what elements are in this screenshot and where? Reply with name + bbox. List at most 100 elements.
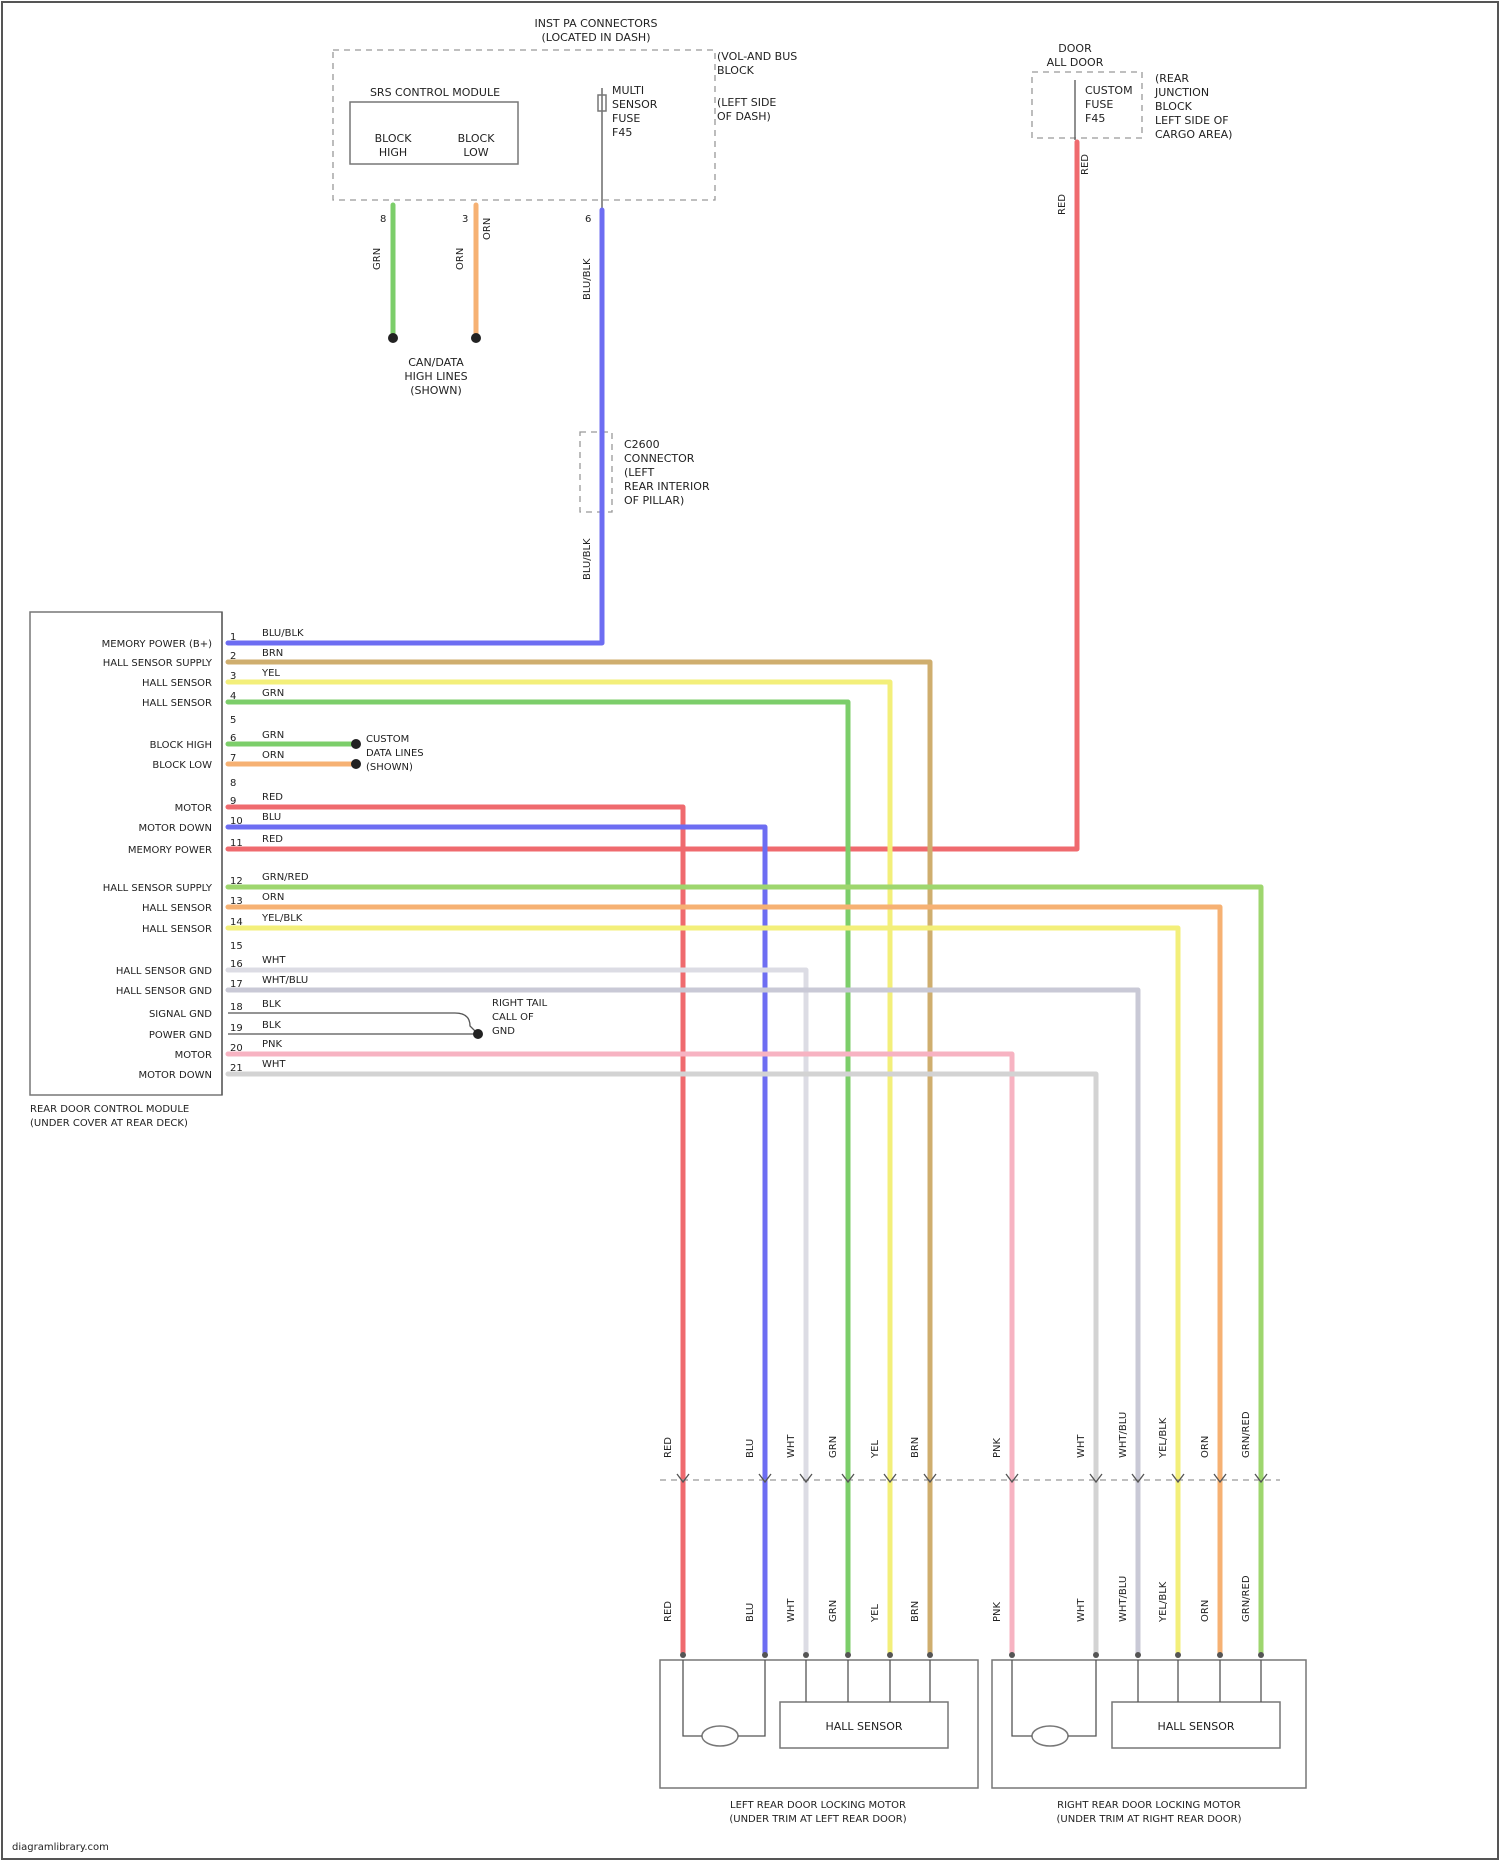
module-pin-name: MOTOR	[175, 803, 212, 814]
top-module-title-1: INST PA CONNECTORS	[534, 17, 657, 30]
relay-pin-3: F45	[1085, 112, 1105, 125]
inline-connector-label-5: OF PILLAR)	[624, 494, 684, 507]
right-motor-box	[992, 1660, 1306, 1788]
right-hall-sensor-label: HALL SENSOR	[1158, 1720, 1235, 1733]
top-module-dashed-box	[333, 50, 715, 200]
module-pin-number: 6	[230, 733, 236, 744]
relay-note-3: BLOCK	[1155, 100, 1193, 113]
left-connector-top-label: BRN	[910, 1437, 921, 1458]
left-connector-top-label: WHT	[786, 1434, 797, 1458]
right-connector-top-label: WHT	[1076, 1434, 1087, 1458]
top-pin-a: 8	[380, 214, 386, 225]
right-connector-bottom-label: YEL/BLK	[1158, 1581, 1169, 1623]
module-pin-name: MOTOR	[175, 1050, 212, 1061]
wire-pin12-green	[228, 887, 1261, 1655]
left-connector-bottom-label: GRN	[828, 1600, 839, 1622]
left-motor-caption-1: LEFT REAR DOOR LOCKING MOTOR	[730, 1800, 906, 1811]
inline-connector-label-2: CONNECTOR	[624, 452, 695, 465]
inline-connector-box	[580, 432, 612, 512]
relay-note-4: LEFT SIDE OF	[1155, 114, 1229, 127]
can-splice-label-1: CAN/DATA	[408, 356, 464, 369]
w10-label: BLU	[262, 812, 281, 823]
module-pin-number: 18	[230, 1002, 243, 1013]
module-pin-name: HALL SENSOR SUPPLY	[103, 658, 213, 669]
relay-pin-1: CUSTOM	[1085, 84, 1133, 97]
left-hall-sensor-label: HALL SENSOR	[826, 1720, 903, 1733]
module-pin-number: 13	[230, 896, 243, 907]
wire-pin14-yellow	[228, 928, 1178, 1655]
right-motor-terminal	[1175, 1652, 1181, 1658]
pin-b-label-2: LOW	[463, 146, 488, 159]
w16-label: WHT	[262, 955, 286, 966]
top-orange-terminal	[471, 333, 481, 343]
w20-label: PNK	[262, 1039, 283, 1050]
inline-connector: C2600 CONNECTOR (LEFT REAR INTERIOR OF P…	[580, 432, 710, 512]
w18-label: BLK	[262, 999, 281, 1010]
left-connector-bottom-label: BLU	[745, 1603, 756, 1622]
module-pin-number-unused: 5	[230, 715, 236, 726]
wires	[228, 142, 1261, 1655]
relay-box-label-2: ALL DOOR	[1047, 56, 1104, 69]
ground-note: RIGHT TAIL CALL OF GND	[492, 998, 548, 1037]
right-connector-bottom-label: ORN	[1200, 1600, 1211, 1622]
splice-note-2: DATA LINES	[366, 748, 424, 759]
right-motor-terminal	[1217, 1652, 1223, 1658]
module-pin-number: 11	[230, 838, 243, 849]
module-pin-name: HALL SENSOR SUPPLY	[103, 883, 213, 894]
wire-pin13-orange	[228, 907, 1220, 1655]
right-connector-bottom-label: WHT/BLU	[1118, 1576, 1129, 1622]
w1-label: BLU/BLK	[262, 628, 304, 639]
ground-terminal	[473, 1029, 483, 1039]
fuse-label-2: SENSOR	[612, 98, 658, 111]
module-pin-name: MEMORY POWER (B+)	[102, 639, 212, 650]
left-motor-terminal	[887, 1652, 893, 1658]
top-orange-vert-label: ORN	[482, 218, 493, 240]
relay-red-label: RED	[1057, 194, 1068, 215]
right-motor-terminal	[1093, 1652, 1099, 1658]
w21-label: WHT	[262, 1059, 286, 1070]
can-splice: CAN/DATA HIGH LINES (SHOWN)	[404, 356, 467, 397]
right-motor-caption-1: RIGHT REAR DOOR LOCKING MOTOR	[1057, 1800, 1241, 1811]
module-pin-number: 14	[230, 917, 243, 928]
right-motor-caption-2: (UNDER TRIM AT RIGHT REAR DOOR)	[1057, 1814, 1242, 1825]
top-pin-c: 6	[585, 214, 591, 225]
w17-label: WHT/BLU	[262, 975, 308, 986]
module-pin-name: HALL SENSOR	[142, 924, 212, 935]
w7-label: ORN	[262, 750, 284, 761]
module-pin-name: HALL SENSOR	[142, 678, 212, 689]
fuse-label-1: MULTI	[612, 84, 644, 97]
module-pin-name: HALL SENSOR	[142, 698, 212, 709]
relay-box: DOOR ALL DOOR CUSTOM FUSE F45 (REAR JUNC…	[1032, 42, 1232, 141]
left-motor-symbol	[702, 1726, 738, 1746]
module-pin-number: 19	[230, 1023, 243, 1034]
top-orange-label: ORN	[455, 248, 466, 270]
relay-note-1: (REAR	[1155, 72, 1189, 85]
pin-b-label-1: BLOCK	[458, 132, 496, 145]
module-pin-name: SIGNAL GND	[149, 1009, 212, 1020]
w11-label: RED	[262, 834, 283, 845]
module-pin-number: 16	[230, 959, 243, 970]
module-pin-number-unused: 15	[230, 941, 243, 952]
top-module-title-2: (LOCATED IN DASH)	[542, 31, 651, 44]
top-pin-b: 3	[462, 214, 468, 225]
module-pin-name: HALL SENSOR GND	[116, 966, 212, 977]
w12-label: GRN/RED	[262, 872, 309, 883]
w4-label: GRN	[262, 688, 284, 699]
left-motor-terminal	[762, 1652, 768, 1658]
right-connector-top-label: GRN/RED	[1241, 1411, 1252, 1458]
ground-note-1: RIGHT TAIL	[492, 998, 548, 1009]
top-blue-label: BLU/BLK	[582, 258, 593, 300]
right-motor-symbol	[1032, 1726, 1068, 1746]
splice-note-1: CUSTOM	[366, 734, 409, 745]
left-motor-terminal	[845, 1652, 851, 1658]
left-connector-top-label: BLU	[745, 1439, 756, 1458]
pin7-terminal	[351, 759, 361, 769]
wire-blue-memory-power	[228, 210, 602, 643]
wire-pin21-white	[228, 1074, 1096, 1655]
right-motor-lead-a	[1012, 1660, 1032, 1736]
w19-label: BLK	[262, 1020, 281, 1031]
right-connector-top-label: YEL/BLK	[1158, 1417, 1169, 1459]
module-pin-number: 12	[230, 876, 243, 887]
